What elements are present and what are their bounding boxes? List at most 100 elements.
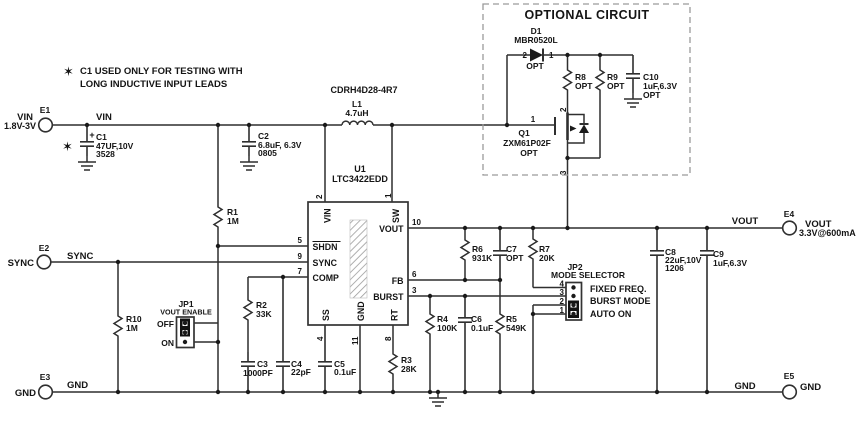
- ground-symbol-c10: [624, 93, 642, 108]
- jp2-title: MODE SELECTOR: [551, 270, 625, 280]
- u1-pin-fb: FB: [392, 276, 404, 286]
- c6-ref: C6: [471, 314, 482, 324]
- e1-id: E1: [40, 105, 51, 115]
- jp2-mode-burst: BURST MODE: [590, 296, 651, 306]
- e2-id: E2: [39, 243, 50, 253]
- d1-pinnum-1: 1: [549, 51, 554, 60]
- u1-pin-vout: VOUT: [379, 224, 404, 234]
- q1-pinnum-1: 1: [531, 115, 536, 124]
- e4-label: VOUT: [805, 219, 832, 230]
- r8-value: OPT: [575, 81, 593, 91]
- note-star: ✶: [63, 64, 74, 79]
- c10-value: 1uF,6.3V: [643, 81, 677, 91]
- jp2-ref: JP2: [567, 262, 582, 272]
- capacitor-c7: [493, 228, 507, 280]
- u1-pinnum-9: 9: [298, 252, 303, 261]
- capacitor-c8: [650, 228, 664, 392]
- jp2-pinnum-1: 1: [560, 306, 565, 315]
- resistor-r1: [212, 125, 224, 246]
- u1-pinnum-3: 3: [412, 286, 417, 295]
- capacitor-c9: [700, 228, 714, 392]
- u1-pinnum-5: 5: [298, 236, 303, 245]
- note-line1: C1 USED ONLY FOR TESTING WITH: [80, 66, 243, 77]
- u1-pin-vin: VIN: [323, 208, 333, 223]
- c1-pkg: 3528: [96, 149, 115, 159]
- u1-ref: U1: [354, 164, 366, 174]
- e3-label: GND: [15, 388, 36, 399]
- jp2-pinnum-2: 2: [560, 297, 565, 306]
- turret-e1: [37, 117, 54, 133]
- r4-value: 100K: [437, 323, 458, 333]
- net-label-gnd-left: GND: [67, 380, 88, 391]
- q1-part: ZXM61P02F: [503, 138, 551, 148]
- c6-value: 0.1uF: [471, 323, 493, 333]
- c2-ref: C2: [258, 131, 269, 141]
- u1-pin-ss: SS: [321, 309, 331, 321]
- mosfet-q1-symbol: [554, 112, 589, 140]
- turret-e5: [781, 384, 798, 400]
- u1-pinnum-7: 7: [298, 267, 303, 276]
- e3-id: E3: [40, 372, 51, 382]
- c3-ref: C3: [257, 359, 268, 369]
- resistor-r9: [594, 55, 606, 158]
- c1-polarity: +: [89, 130, 94, 140]
- resistor-r4: [424, 296, 436, 392]
- r8-ref: R8: [575, 72, 586, 82]
- optional-circuit-border: [482, 3, 691, 176]
- resistor-r8: [562, 55, 573, 113]
- c5-value: 0.1uF: [334, 367, 356, 377]
- capacitor-c6: [458, 296, 472, 392]
- capacitor-c3: [241, 352, 255, 392]
- c3-value: 1000PF: [243, 368, 273, 378]
- jp2-mode-auto-on: AUTO ON: [590, 309, 631, 319]
- inductor-l1-symbol: [341, 120, 374, 126]
- capacitor-c4: [276, 277, 290, 392]
- r9-value: OPT: [607, 81, 625, 91]
- c1-star: ✶: [62, 139, 73, 154]
- c1-value: 47UF,10V: [96, 141, 134, 151]
- u1-pinnum-8: 8: [384, 336, 393, 341]
- net-wires: [51, 54, 783, 393]
- c4-value: 22pF: [291, 367, 311, 377]
- d1-part: MBR0520L: [514, 35, 557, 45]
- q1-pinnum-2: 2: [559, 107, 568, 112]
- turret-e2: [36, 254, 52, 270]
- d1-pinnum-2: 2: [523, 51, 528, 60]
- resistor-r10: [112, 262, 124, 392]
- jp1-ref: JP1: [178, 299, 193, 309]
- e1-label: VIN: [17, 112, 33, 123]
- resistor-r2: [242, 277, 254, 352]
- e5-id: E5: [784, 371, 795, 381]
- e4-sub: 3.3V@600mA: [799, 228, 856, 238]
- net-label-vin: VIN: [96, 112, 112, 123]
- c10-opt: OPT: [643, 90, 661, 100]
- u1-pinnum-6: 6: [412, 270, 417, 279]
- c8-value: 22uF,10V: [665, 255, 702, 265]
- r3-value: 28K: [401, 364, 417, 374]
- u1-pinnum-10: 10: [412, 218, 421, 227]
- r2-value: 33K: [256, 309, 272, 319]
- c4-ref: C4: [291, 359, 302, 369]
- c5-ref: C5: [334, 359, 345, 369]
- u1-pin-burst: BURST: [373, 292, 404, 302]
- r10-ref: R10: [126, 314, 142, 324]
- capacitor-c1: [80, 125, 94, 156]
- jp2-pinnum-4: 4: [560, 280, 565, 289]
- r3-ref: R3: [401, 355, 412, 365]
- turret-e3: [37, 384, 54, 400]
- capacitor-c10: [626, 55, 640, 93]
- e4-id: E4: [784, 209, 795, 219]
- r7-ref: R7: [539, 244, 550, 254]
- u1-pinnum-11: 11: [351, 336, 360, 345]
- r9-ref: R9: [607, 72, 618, 82]
- c9-value: 1uF,6.3V: [713, 258, 747, 268]
- resistor-r7: [527, 228, 539, 288]
- q1-ref: Q1: [518, 128, 530, 138]
- l1-part: CDRH4D28-4R7: [330, 85, 397, 95]
- u1-pinnum-4: 4: [316, 336, 325, 341]
- c7-value: OPT: [506, 253, 524, 263]
- e2-label: SYNC: [8, 258, 35, 269]
- r2-ref: R2: [256, 300, 267, 310]
- u1-pin-gnd: GND: [356, 301, 366, 321]
